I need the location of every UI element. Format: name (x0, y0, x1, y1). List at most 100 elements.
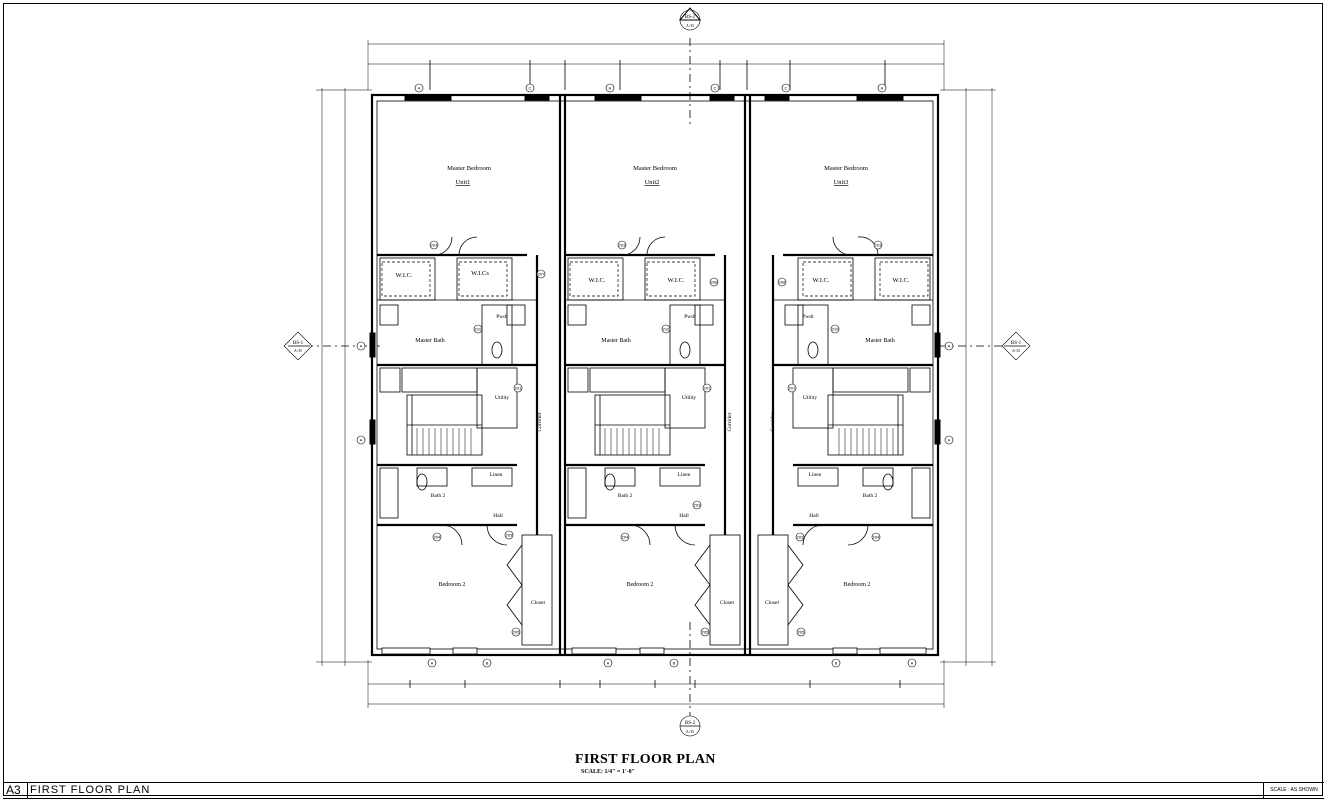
door-swing (486, 524, 508, 546)
partition (757, 534, 789, 646)
partition (646, 261, 696, 297)
door-tags: 203 207 210 201 204 203 205 203 208 210 … (429, 240, 883, 637)
room-label-wic: W.I.C. (813, 277, 830, 284)
svg-text:204: 204 (622, 535, 629, 540)
unit-3-labels: Master Bedroom Unit3 W.I.C. W.I.C. Maste… (765, 165, 910, 606)
partition (879, 261, 929, 297)
window-tag: A (911, 661, 914, 666)
room-label-hall: Hall (809, 513, 819, 519)
partition (381, 261, 431, 297)
bifold-door (694, 544, 711, 626)
partition (569, 261, 619, 297)
window-tag: A (948, 438, 951, 443)
unit-2-labels: Master Bedroom Unit2 W.I.C. W.I.C. Maste… (589, 165, 735, 606)
door-swing (441, 524, 463, 546)
partition (506, 304, 526, 326)
room-label-bath2: Bath 2 (431, 493, 446, 499)
toilet (416, 473, 428, 491)
window-tag: B (673, 661, 676, 666)
partition (797, 467, 839, 487)
room-label-wic: W.I.C. (893, 277, 910, 284)
svg-text:203: 203 (431, 243, 438, 248)
sheet-number: A3 (6, 783, 21, 797)
section-marker-right: BS-1 A-35 (1001, 331, 1031, 361)
door-swing (832, 236, 852, 256)
window-tag: A (360, 438, 363, 443)
svg-text:201: 201 (704, 386, 711, 391)
partition (589, 367, 666, 393)
svg-text:210: 210 (475, 327, 482, 332)
partition (567, 367, 589, 393)
room-label-corridor: Corridor (727, 412, 733, 431)
svg-text:204: 204 (434, 535, 441, 540)
partition (379, 467, 399, 519)
partition (476, 367, 518, 429)
door-swing (674, 524, 696, 546)
partition (458, 261, 508, 297)
sheet-scale-box: SCALE : AS SHOWN (1263, 783, 1324, 798)
unit-1-labels: Master Bedroom Unit1 W.I.C. W.I.Cs Maste… (396, 165, 546, 606)
partition (379, 367, 401, 393)
partition (471, 467, 513, 487)
svg-text:208: 208 (711, 280, 718, 285)
window-tag: A (431, 661, 434, 666)
partition (456, 257, 513, 301)
partition (481, 304, 513, 366)
sheet-name: FIRST FLOOR PLAN (27, 783, 150, 798)
room-label-corridor: Corridor (537, 412, 543, 431)
room-label-bath2: Bath 2 (618, 493, 633, 499)
window-tag: A (360, 344, 363, 349)
room-label-wic: W.I.C. (396, 272, 413, 279)
section-bottom-id: BS-2 (685, 721, 696, 726)
svg-text:205: 205 (513, 630, 520, 635)
window-tag: A (881, 86, 884, 91)
toilet (491, 341, 503, 359)
room-label-bedroom2: Bedroom 2 (844, 582, 871, 588)
svg-text:203: 203 (619, 243, 626, 248)
window-tag: C (529, 86, 532, 91)
partition (909, 367, 931, 393)
partition (784, 304, 804, 326)
section-marker-left: BS-1 A-35 (283, 331, 313, 361)
svg-text:201: 201 (789, 386, 796, 391)
door-swing (857, 236, 879, 256)
partition (797, 304, 829, 366)
room-label-bath2: Bath 2 (863, 493, 878, 499)
window-tag: A (948, 344, 951, 349)
svg-text:203: 203 (694, 503, 701, 508)
room-label-utility: Utility (682, 395, 697, 401)
door-swing (458, 236, 478, 256)
room-label-master-bath: Master Bath (601, 338, 631, 344)
section-marker-top: BS-2 A-35 (678, 7, 702, 31)
toilet (807, 341, 819, 359)
section-left-sheet: A-35 (294, 348, 302, 353)
section-left-id: BS-1 (293, 341, 304, 346)
window-tag: B (835, 661, 838, 666)
svg-text:204: 204 (873, 535, 880, 540)
svg-text:205: 205 (702, 630, 709, 635)
partition (664, 367, 706, 429)
room-label-closet: Closet (765, 600, 780, 606)
partition (694, 304, 714, 326)
door-swing (619, 236, 641, 256)
room-label-master-bedroom: Master Bedroom (447, 165, 491, 172)
window-tag: A (418, 86, 421, 91)
svg-text:205: 205 (798, 630, 805, 635)
section-bottom-sheet: A-35 (686, 729, 694, 734)
toilet (679, 341, 691, 359)
door-swing (802, 524, 824, 546)
room-label-utility: Utility (803, 395, 818, 401)
room-label-closet: Closet (720, 600, 735, 606)
section-marker-bottom: BS-2 A-35 (679, 715, 701, 737)
window-tag: A (607, 661, 610, 666)
room-label-master-bedroom: Master Bedroom (824, 165, 868, 172)
svg-text:210: 210 (663, 327, 670, 332)
room-label-linen: Linen (809, 472, 822, 478)
door-swing (629, 524, 651, 546)
room-label-master-bath: Master Bath (415, 338, 445, 344)
room-label-utility: Utility (495, 395, 510, 401)
partition (669, 304, 701, 366)
unit-label: Unit3 (834, 179, 849, 186)
